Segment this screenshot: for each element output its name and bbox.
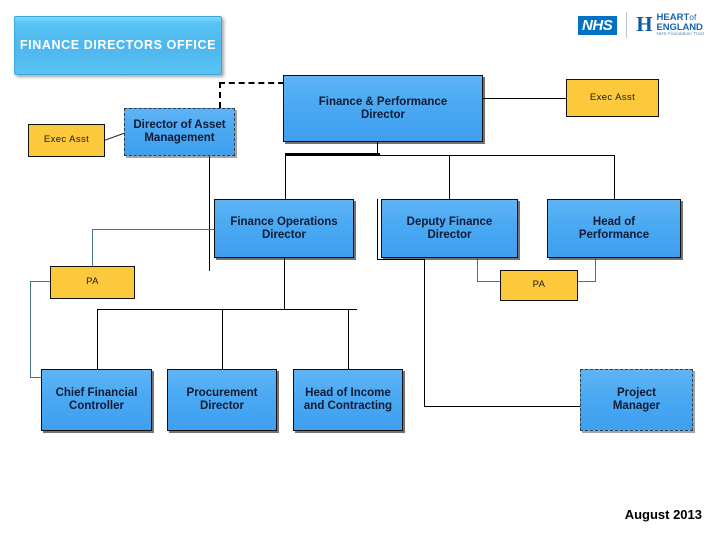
node-head-of-income-line2: and Contracting [303, 400, 393, 412]
node-finance-operations-director-line1: Finance Operations [230, 215, 338, 228]
connector-row3-bus-accent [285, 153, 380, 156]
connector-pa-left-stub [30, 281, 50, 282]
page-title-line2: OFFICE [166, 38, 217, 53]
node-exec-asst-right[interactable]: Exec Asst [566, 79, 659, 117]
node-pa-right-label: PA [532, 279, 546, 291]
connector-pa-left-horizontal [92, 229, 214, 230]
connector-dfd-top-stem [377, 199, 378, 260]
nhs-logo-mark: NHS [578, 15, 618, 35]
node-exec-asst-right-label: Exec Asst [589, 91, 636, 103]
node-project-manager-line2: Manager [612, 400, 661, 412]
node-pa-left-label: PA [86, 276, 99, 288]
connector-project-manager-horizontal [424, 406, 581, 407]
connector-left-spine [209, 155, 210, 271]
node-project-manager-line1: Project [616, 387, 656, 400]
connector-fpd-to-exec-asst [483, 98, 566, 99]
footer-date: August 2013 [624, 507, 702, 522]
connector-pa-left-vertical [92, 229, 93, 271]
node-head-of-performance-line1: Head of [592, 215, 636, 228]
node-deputy-finance-director-line2: Director [427, 228, 472, 241]
node-deputy-finance-director[interactable]: Deputy Finance Director [381, 199, 518, 258]
node-pa-left[interactable]: PA [50, 266, 135, 299]
node-head-of-income-and-contracting[interactable]: Head of Income and Contracting [293, 369, 403, 431]
node-head-of-income-line1: Head of Income [305, 387, 391, 400]
trust-line1-strong: HEART [656, 11, 690, 23]
connector-project-manager-elbow-top [377, 259, 425, 260]
connector-fod-stem [284, 258, 285, 310]
connector-project-manager-vertical [424, 259, 425, 407]
node-finance-performance-director[interactable]: Finance & Performance Director [283, 75, 483, 142]
trust-line2: ENGLAND [656, 21, 703, 33]
trust-logo: H HEARTof ENGLAND NHS Foundation Trust [636, 13, 704, 37]
node-head-of-performance[interactable]: Head of Performance [547, 199, 681, 258]
node-finance-performance-director-line2: Director [360, 108, 406, 121]
node-procurement-director-line2: Director [199, 400, 245, 412]
nhs-logo: NHS H HEARTof ENGLAND NHS Foundation Tru… [578, 12, 704, 38]
connector-fpd-stem [377, 142, 378, 156]
node-finance-operations-director-line2: Director [261, 228, 307, 241]
connector-drop-head-performance [614, 155, 615, 200]
connector-dashed-vertical [219, 82, 221, 108]
connector-drop-finance-operations [285, 155, 286, 200]
node-exec-asst-left[interactable]: Exec Asst [28, 124, 105, 157]
node-project-manager[interactable]: Project Manager [580, 369, 693, 431]
page-title: FINANCE DIRECTORS OFFICE [14, 16, 222, 75]
connector-dashed-horizontal [219, 82, 284, 84]
trust-line1-light: of [689, 11, 697, 22]
connector-drop-head-income [348, 309, 349, 370]
trust-h-icon: H [636, 12, 653, 37]
node-procurement-director-line1: Procurement [186, 387, 258, 400]
node-deputy-finance-director-line1: Deputy Finance [406, 215, 493, 228]
node-pa-right[interactable]: PA [500, 270, 578, 301]
connector-pa-right-right-leg [595, 259, 596, 281]
connector-row3-bus [285, 155, 615, 156]
node-director-of-asset-management[interactable]: Director of Asset Management [124, 108, 235, 156]
node-procurement-director[interactable]: Procurement Director [167, 369, 277, 431]
page-title-line1: FINANCE DIRECTORS [19, 38, 163, 53]
connector-pa-right-left-leg [477, 259, 478, 281]
node-chief-financial-controller-line1: Chief Financial [55, 387, 138, 400]
connector-drop-procurement-director [222, 309, 223, 370]
node-chief-financial-controller-line2: Controller [69, 400, 124, 412]
node-finance-performance-director-line1: Finance & Performance [318, 95, 448, 108]
connector-pa-right-left-stub [477, 281, 501, 282]
connector-drop-chief-financial-controller [97, 309, 98, 370]
connector-row4-bus [97, 309, 357, 310]
node-finance-operations-director[interactable]: Finance Operations Director [214, 199, 354, 258]
connector-pa-left-drop [30, 281, 31, 378]
trust-line3: NHS Foundation Trust [656, 31, 704, 37]
connector-pa-right-right-stub [578, 281, 596, 282]
connector-drop-deputy-finance [449, 155, 450, 200]
node-director-of-asset-management-label: Director of Asset Management [133, 119, 226, 144]
logo-divider [626, 12, 628, 38]
node-head-of-performance-line2: Performance [578, 228, 650, 241]
node-chief-financial-controller[interactable]: Chief Financial Controller [41, 369, 152, 431]
node-exec-asst-left-label: Exec Asst [43, 134, 90, 146]
